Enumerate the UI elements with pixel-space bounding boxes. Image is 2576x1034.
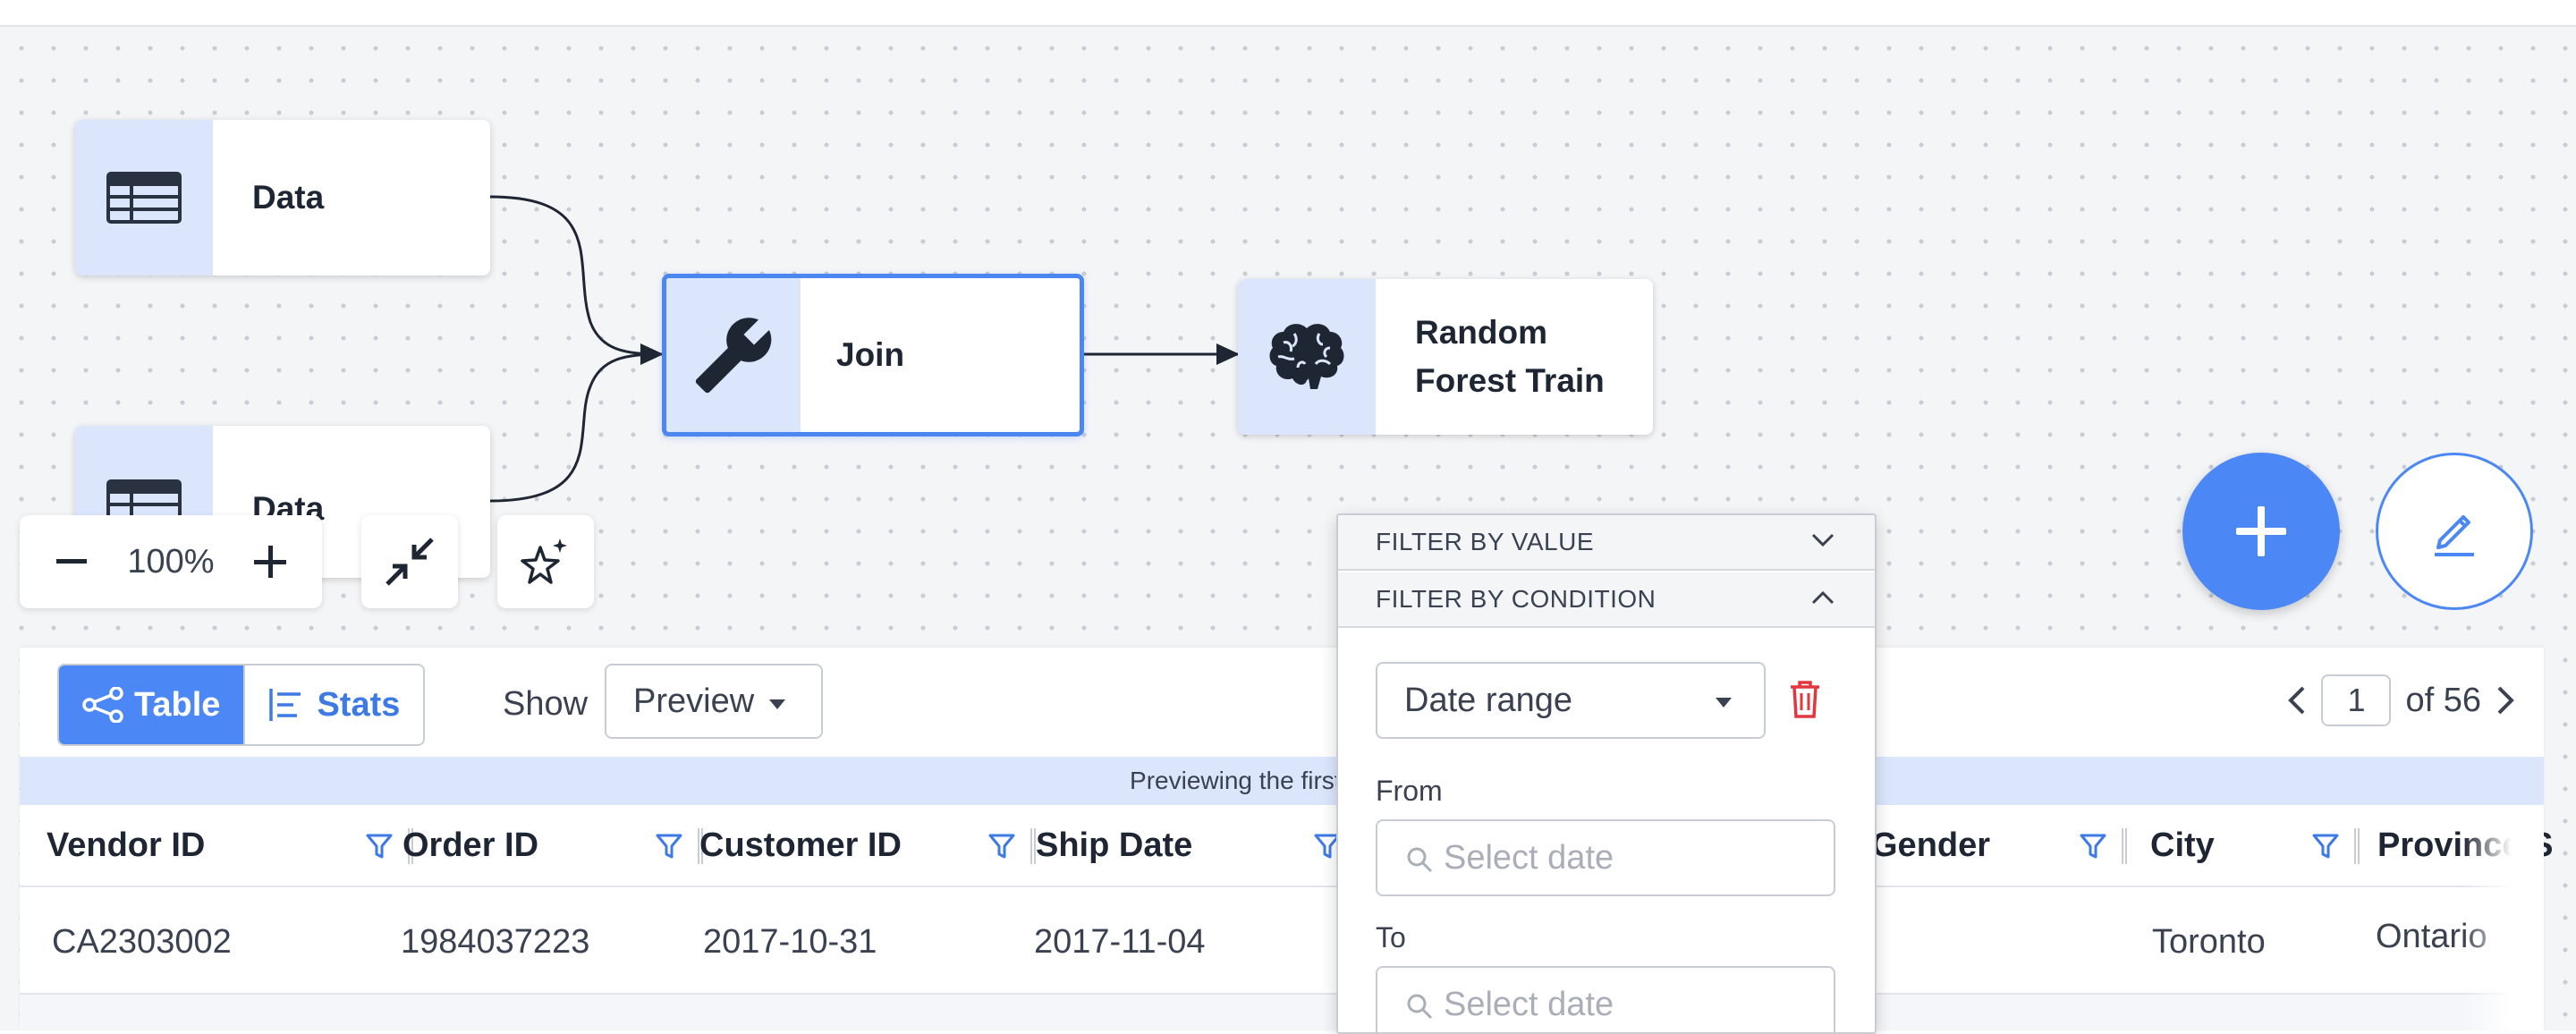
chevron-left-icon[interactable]: [2285, 685, 2307, 716]
show-label: Show: [503, 685, 589, 723]
fit-view-button[interactable]: [361, 515, 458, 608]
column-header-gender[interactable]: Gender: [1871, 805, 2140, 886]
condition-select-value: Date range: [1404, 681, 1573, 719]
tab-stats[interactable]: Stats: [243, 665, 424, 744]
filter-by-condition-header[interactable]: FILTER BY CONDITION: [1338, 572, 1875, 628]
filter-by-value-header[interactable]: FILTER BY VALUE: [1338, 515, 1875, 571]
page-count: of 56: [2405, 681, 2481, 719]
page-input[interactable]: 1: [2321, 674, 2392, 726]
view-toggle: Table Stats: [57, 664, 426, 746]
scroll-fade: [2463, 805, 2544, 1030]
column-header-customer-id[interactable]: Customer ID: [699, 805, 1036, 886]
column-header-ship-date[interactable]: Ship Date: [1036, 805, 1358, 886]
show-select-value: Preview: [633, 682, 755, 720]
search-icon: [1407, 994, 1433, 1020]
add-node-button[interactable]: [2182, 453, 2340, 610]
chevron-right-icon[interactable]: [2496, 685, 2517, 716]
filter-icon[interactable]: [365, 832, 394, 860]
column-resize-handle[interactable]: [2354, 828, 2360, 864]
chevron-up-icon: [1811, 590, 1835, 605]
brain-icon: [1238, 279, 1376, 435]
filter-icon[interactable]: [2079, 832, 2107, 860]
cell-city: Toronto: [2152, 923, 2266, 961]
filter-icon[interactable]: [2311, 832, 2340, 860]
edit-button[interactable]: [2376, 453, 2533, 610]
tab-table[interactable]: Table: [59, 665, 244, 744]
node-label: Data: [252, 179, 325, 216]
node-label: Random Forest Train: [1376, 279, 1653, 435]
data-preview-panel: Table Stats Show Preview 1 of 56 Preview…: [20, 648, 2553, 1030]
column-resize-handle[interactable]: [1030, 828, 1036, 864]
column-header-city[interactable]: City: [2150, 805, 2374, 886]
table-header: Vendor ID Order ID Customer ID Ship Date…: [20, 805, 2553, 887]
chevron-down-icon: [1811, 533, 1835, 547]
cell-customer-id: 2017-10-31: [703, 923, 877, 961]
column-resize-handle[interactable]: [408, 828, 413, 864]
condition-select[interactable]: Date range: [1376, 662, 1766, 739]
search-icon: [1407, 847, 1433, 873]
cell-vendor-id: CA2303002: [52, 923, 232, 961]
edge-data2-join: [489, 352, 663, 503]
bars-icon: [269, 689, 301, 721]
zoom-out-button[interactable]: [52, 542, 91, 581]
minus-icon: [56, 559, 87, 564]
plus-icon: [2236, 506, 2286, 556]
to-label: To: [1376, 921, 1406, 953]
tab-stats-label: Stats: [317, 685, 401, 724]
zoom-controls: 100%: [20, 515, 322, 608]
node-label-line2: Forest Train: [1415, 362, 1605, 399]
table-row[interactable]: [20, 995, 2524, 1030]
pencil-icon: [2435, 515, 2474, 556]
table-icon: [75, 120, 213, 275]
wrench-icon: [666, 278, 801, 432]
zoom-in-button[interactable]: [250, 542, 290, 581]
tab-table-label: Table: [134, 685, 221, 724]
to-date-placeholder: Select date: [1444, 985, 1614, 1023]
preview-banner: Previewing the first 1: [20, 757, 2544, 805]
show-select[interactable]: Preview: [605, 664, 823, 739]
top-border: [0, 25, 2576, 28]
cell-ship-date: 2017-11-04: [1034, 923, 1206, 961]
filter-icon[interactable]: [987, 832, 1016, 860]
caret-down-icon: [769, 699, 785, 709]
node-label: Join: [836, 336, 905, 373]
cell-order-id: 1984037223: [401, 923, 590, 961]
filter-icon[interactable]: [655, 832, 683, 860]
table-row[interactable]: CA2303002 1984037223 2017-10-31 2017-11-…: [20, 887, 2544, 995]
node-data-1[interactable]: Data: [75, 120, 490, 275]
from-label: From: [1376, 775, 1443, 807]
sparkle-star-icon: [521, 538, 567, 584]
node-random-forest-train[interactable]: Random Forest Train: [1238, 279, 1653, 435]
edge-data1-join: [489, 195, 664, 365]
column-filter-dropdown: FILTER BY VALUE FILTER BY CONDITION Date…: [1336, 513, 1877, 1034]
column-resize-handle[interactable]: [698, 828, 703, 864]
column-header-vendor-id[interactable]: Vendor ID: [47, 805, 413, 886]
node-join[interactable]: Join: [662, 274, 1084, 436]
share-icon: [82, 687, 123, 723]
from-date-placeholder: Select date: [1444, 838, 1614, 877]
preview-banner-text: Previewing the first 1: [1130, 767, 1362, 794]
trash-icon[interactable]: [1787, 680, 1823, 719]
to-date-input[interactable]: Select date: [1376, 966, 1835, 1032]
column-header-order-id[interactable]: Order ID: [402, 805, 703, 886]
plus-icon: [253, 546, 286, 578]
column-resize-handle[interactable]: [2122, 828, 2127, 864]
caret-down-icon: [1716, 698, 1732, 708]
auto-layout-button[interactable]: [497, 515, 594, 608]
from-date-input[interactable]: Select date: [1376, 819, 1835, 896]
collapse-icon: [386, 538, 434, 586]
pagination: 1 of 56: [2285, 674, 2517, 726]
zoom-level: 100%: [127, 542, 215, 581]
node-label-line1: Random: [1415, 314, 1547, 351]
